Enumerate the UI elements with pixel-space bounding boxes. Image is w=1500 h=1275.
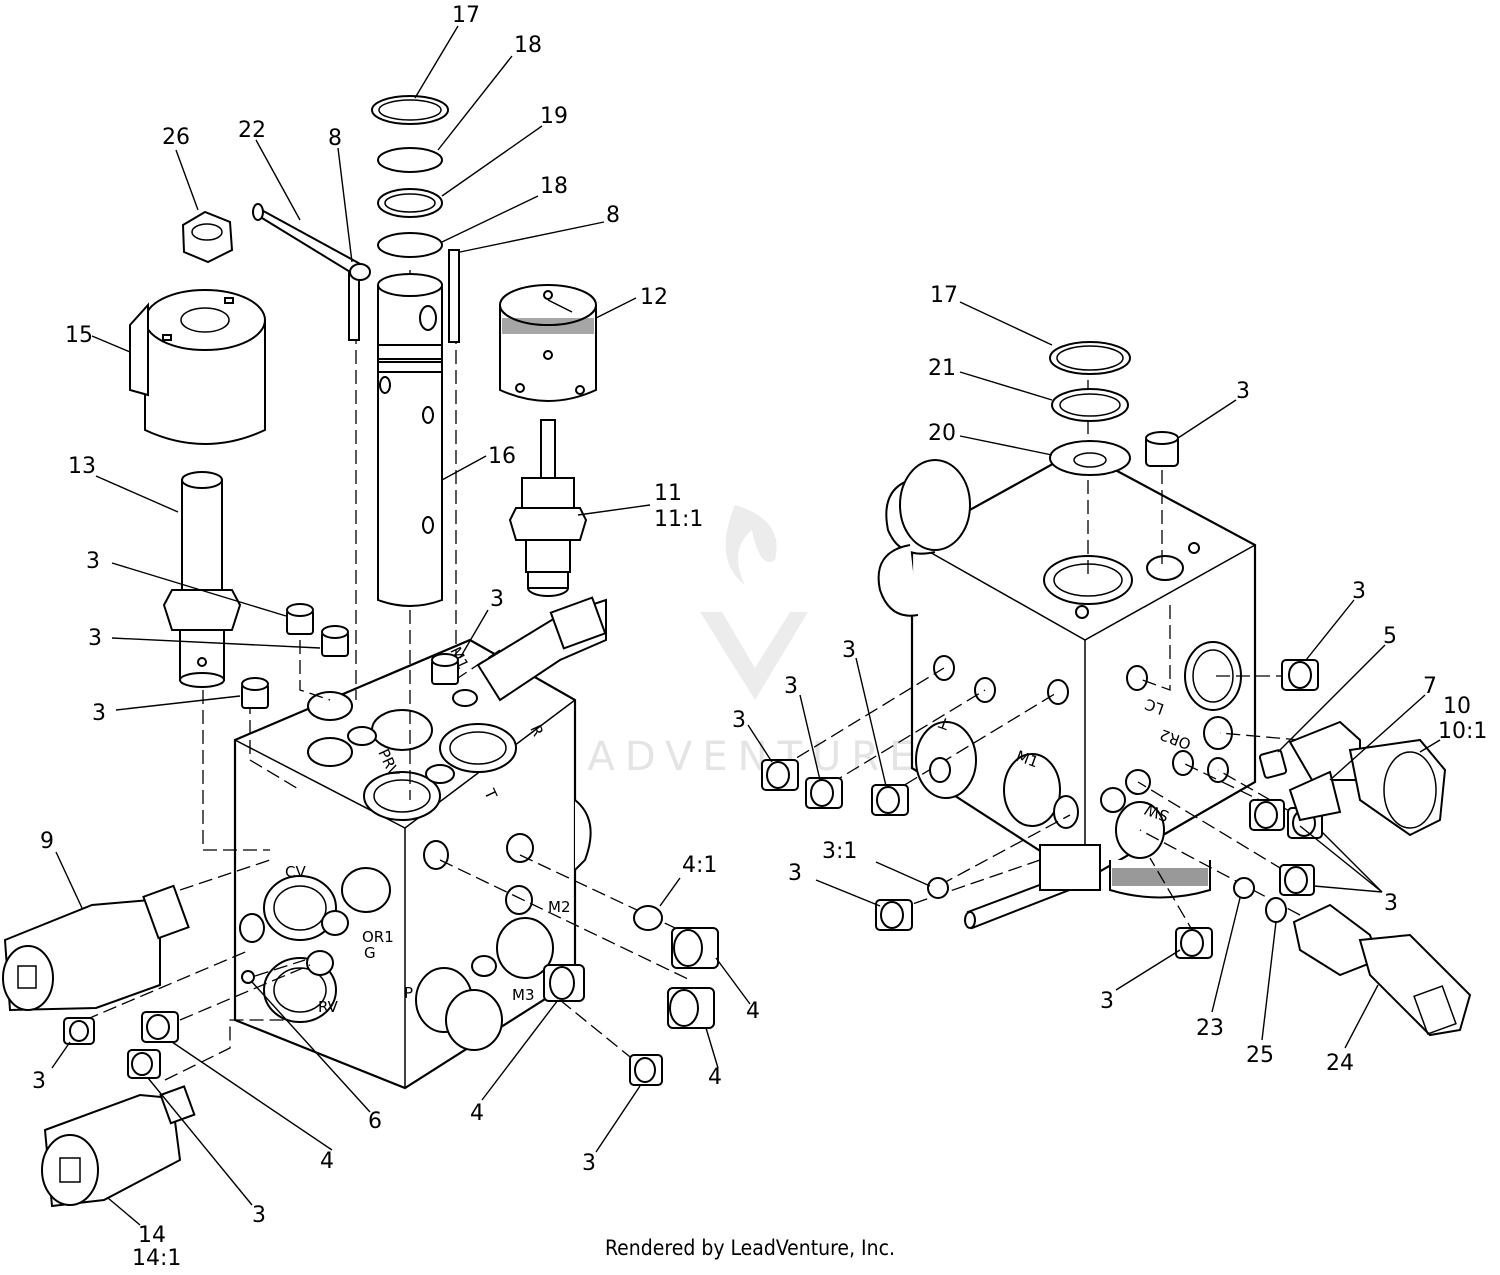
callout-4-1: 4:1 [682,853,717,878]
callout-14: 14 [138,1223,166,1248]
left-valve-assembly: CV OR1 G RV M2 M3 P PRV T M1 R [2,3,760,1271]
callout-10-1: 10:1 [1438,719,1487,744]
marking-or1: OR1 [362,928,394,946]
lever-handle-22 [252,203,371,281]
callout-26: 26 [162,125,190,150]
callout-13: 13 [68,454,96,479]
marking-lc: LC [1143,695,1167,718]
plug-group-lower-left [63,970,255,1079]
callout-6: 6 [368,1109,382,1134]
callout-9: 9 [40,829,54,854]
callout-20: 20 [928,421,956,446]
right-manifold-block: M1 LC OR2 SW T [877,448,1257,930]
marking-rv: RV [318,998,339,1016]
callout-18: 18 [540,174,568,199]
right-valve-assembly: M1 LC OR2 SW T [732,283,1487,1076]
callout-3: 3 [490,587,504,612]
marking-p: P [404,984,413,1002]
callout-4: 4 [470,1101,484,1126]
watermark-text: LEADVENTURE [520,734,924,780]
callout-3: 3 [788,861,802,886]
callout-19: 19 [540,104,568,129]
render-credit: Rendered by LeadVenture, Inc. [605,1236,895,1260]
solenoid-coil-15 [129,289,266,445]
callout-3-1: 3:1 [822,839,857,864]
ball-23 [1233,877,1255,899]
pressure-valve-10 [1258,720,1447,837]
callout-7: 7 [1423,674,1437,699]
pressure-cartridge-11 [508,419,588,597]
sensor-connector [476,596,607,702]
callout-labels-right: 17 21 20 3 3 5 7 10 10:1 3 3 3 3 3:1 3 3… [732,283,1487,1076]
pin-8-right [448,249,460,343]
solenoid-stem-13 [162,471,242,688]
callout-11-1: 11:1 [654,507,703,532]
callout-3: 3 [86,549,100,574]
marking-cv: CV [285,863,306,881]
callout-14-1: 14:1 [132,1246,181,1271]
callout-22: 22 [238,118,266,143]
coil-nut-26 [181,210,234,264]
callout-4: 4 [746,999,760,1024]
callout-15: 15 [65,323,93,348]
marking-m3: M3 [512,986,535,1004]
callout-3: 3 [784,674,798,699]
callout-3: 3 [32,1069,46,1094]
retaining-ring-17-right [1049,341,1131,375]
leader-lines-right [747,301,1441,1049]
backup-ring-18-upper [377,147,443,173]
callout-4: 4 [320,1149,334,1174]
o-ring-19 [377,188,443,218]
left-manifold-block: CV OR1 G RV M2 M3 P PRV T M1 R [233,638,592,1090]
callout-3: 3 [732,708,746,733]
relief-valve-9 [2,884,190,1012]
callout-16: 16 [488,444,516,469]
o-ring-3-1 [927,877,949,899]
leader-lines-left [51,25,751,1226]
plug-3-group-left-top [241,603,459,709]
plug-group-right-left-side [761,757,1213,959]
marking-g: G [364,944,376,962]
callout-3: 3 [88,626,102,651]
backup-ring-20 [1049,440,1131,476]
plug-group-right-right-side [1233,659,1323,923]
callout-3: 3 [1384,891,1398,916]
callout-4: 4 [708,1065,722,1090]
pressure-sensor-24 [1292,903,1472,1037]
callout-8: 8 [328,126,342,151]
callout-11: 11 [654,481,682,506]
callout-3: 3 [1352,579,1366,604]
cartridge-valve-14 [41,1085,196,1208]
callout-24: 24 [1326,1051,1354,1076]
backup-ring-18-lower [377,232,443,258]
retaining-ring-17 [371,95,449,125]
callout-23: 23 [1196,1016,1224,1041]
callout-5: 5 [1383,624,1397,649]
callout-17: 17 [452,3,480,28]
callout-12: 12 [640,285,668,310]
adjustment-knob-12 [499,284,597,402]
callout-3: 3 [252,1203,266,1228]
marking-m2: M2 [548,898,571,916]
callout-3: 3 [1100,989,1114,1014]
callout-3: 3 [1236,379,1250,404]
spool-cartridge-16 [377,273,443,607]
callout-8: 8 [606,203,620,228]
callout-25: 25 [1246,1043,1274,1068]
callout-10: 10 [1443,694,1471,719]
o-ring-25 [1265,897,1287,923]
plug-group-lower-right [543,905,719,1086]
callout-18: 18 [514,33,542,58]
callout-labels-left: 17 18 19 18 8 8 26 22 12 15 16 13 11 11:… [32,3,760,1271]
callout-3: 3 [92,701,106,726]
callout-3: 3 [582,1151,596,1176]
left-alignment-lines [84,270,691,1081]
o-ring-4-1 [633,905,663,931]
callout-3: 3 [842,638,856,663]
callout-17: 17 [930,283,958,308]
callout-21: 21 [928,356,956,381]
